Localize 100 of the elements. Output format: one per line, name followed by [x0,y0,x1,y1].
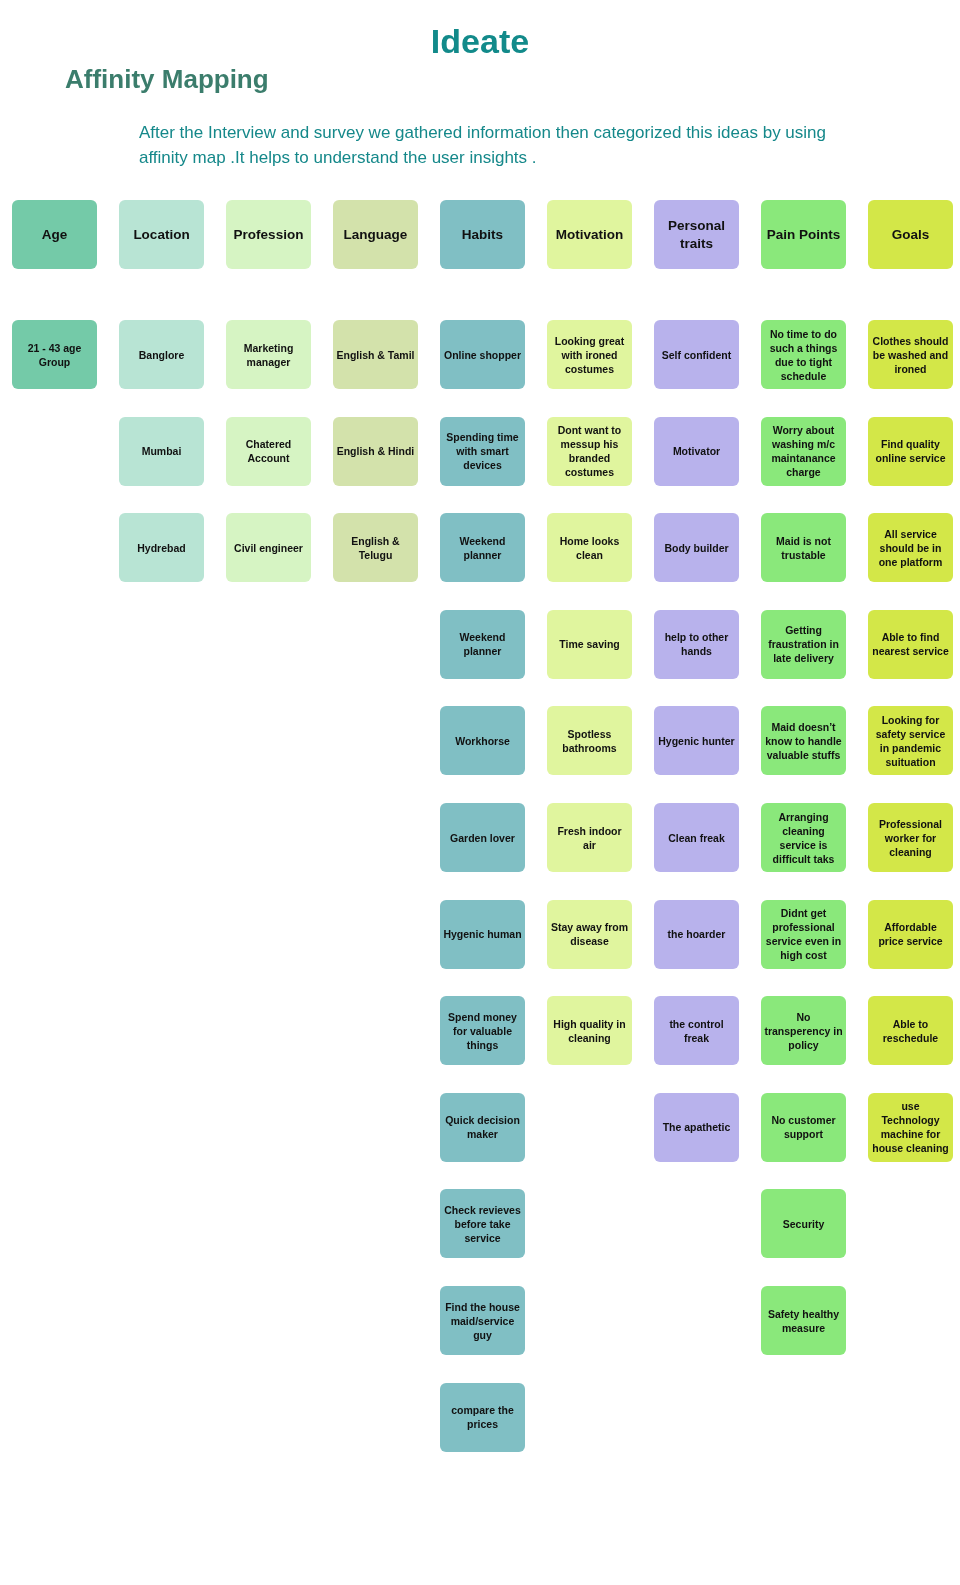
category-header-note [547,200,632,269]
sticky-note [547,803,632,872]
note-text: High quality in cleaning [552,1016,627,1045]
note-text: Mumbai [141,444,182,459]
sticky-note [868,513,953,583]
note-text: Maid doesn’t know to handle valuable stuffs [764,719,843,762]
category-header-note [12,200,97,269]
note-text: Home looks clean [558,533,621,562]
note-text: Spend money for valuable things [447,1009,518,1052]
category-header-note [119,200,204,269]
sticky-note [654,320,739,389]
note-text: Civil engineer [234,540,303,555]
category-header-note [226,200,311,269]
note-text: Clothes should be washed and ironed [871,333,950,376]
note-text: Looking great with ironed costumes [553,333,626,376]
note-text: Age [41,225,68,244]
sticky-note [547,513,632,583]
note-text: Weekend planner [458,630,507,659]
note-text: Affordable price service [877,920,944,949]
sticky-note [119,320,204,389]
sticky-note [226,513,311,583]
note-text: English & Telugu [350,533,401,562]
sticky-note [654,609,739,679]
note-text: Spending time with smart devices [445,430,520,473]
note-text: No time to do such a things due to tight schedule [768,326,839,383]
sticky-note [12,320,97,389]
note-text: 21 - 43 age Group [26,340,83,369]
note-text: English & Tamil [336,347,415,362]
category-header-note [868,200,953,269]
note-text: use Technology machine for house cleaning [871,1099,950,1156]
sticky-note [761,706,846,776]
description: After the Interview and survey we gathered information then categorized this ideas by using affinity map .It helps to understand the user insights . [139,122,827,169]
sticky-note [868,899,953,969]
sticky-note [440,416,525,486]
sticky-note [440,609,525,679]
sticky-note [761,1092,846,1162]
note-text: Dont want to messup his branded costumes [556,423,623,480]
note-text: Didnt get professional service even in high cost [764,906,843,963]
sticky-note [440,899,525,969]
sticky-note [761,996,846,1066]
note-text: Motivator [672,444,721,459]
note-text: Find quality online service [874,437,947,466]
note-text: Self confident [661,347,732,362]
title: Ideate [430,22,530,61]
note-text: Find the house maid/service guy [444,1299,521,1342]
sticky-note [761,513,846,583]
sticky-note [333,320,418,389]
sticky-note [868,706,953,776]
note-text: Fresh indoor air [556,823,623,852]
note-text: Workhorse [455,733,510,748]
note-text: Getting fraustration in late delivery [767,623,840,666]
note-text: the control freak [668,1016,725,1045]
note-text: Personal traits [667,216,726,253]
note-text: No customer support [770,1113,837,1142]
note-text: Banglore [138,347,185,362]
category-header-note [761,200,846,269]
sticky-note [547,320,632,389]
note-text: Professional worker for cleaning [878,816,943,859]
sticky-note [119,513,204,583]
note-text: Arranging cleaning service is difficult taks [771,809,836,866]
note-text: compare the prices [450,1403,515,1432]
sticky-note [333,513,418,583]
sticky-note [547,899,632,969]
sticky-note [440,1092,525,1162]
sticky-note [761,416,846,486]
category-header-note [333,200,418,269]
sticky-note [761,803,846,872]
note-text: Chatered Account [244,437,293,466]
sticky-note [868,1092,953,1162]
sticky-note [654,416,739,486]
sticky-note [440,1189,525,1259]
note-text: the hoarder [667,927,726,942]
note-text: Motivation [555,225,624,244]
note-text: Looking for safety service in pandemic suituation [874,712,947,769]
note-text: Profession [233,225,304,244]
note-text: Spotless bathrooms [561,726,618,755]
sticky-note [761,320,846,389]
note-text: Able to reschedule [881,1016,940,1045]
note-text: Habits [461,225,504,244]
note-text: Location [133,225,190,244]
sticky-note [868,803,953,872]
sticky-note [119,416,204,486]
sticky-note [547,609,632,679]
sticky-note [654,899,739,969]
note-text: Clean freak [668,830,725,845]
sticky-note [761,1286,846,1355]
sticky-note [440,996,525,1066]
note-text: Stay away from disease [550,920,629,949]
sticky-note [654,803,739,872]
note-text: All service should be in one platform [877,526,944,569]
note-text: Safety healthy measure [766,1306,841,1335]
sticky-note [547,416,632,486]
note-text: Hygenic human [443,927,522,942]
sticky-note [333,416,418,486]
note-text: English & Hindi [336,444,415,459]
sticky-note [654,996,739,1066]
subtitle: Affinity Mapping [65,64,269,95]
note-text: Maid is not trustable [775,533,832,562]
sticky-note [761,899,846,969]
sticky-note [868,996,953,1066]
